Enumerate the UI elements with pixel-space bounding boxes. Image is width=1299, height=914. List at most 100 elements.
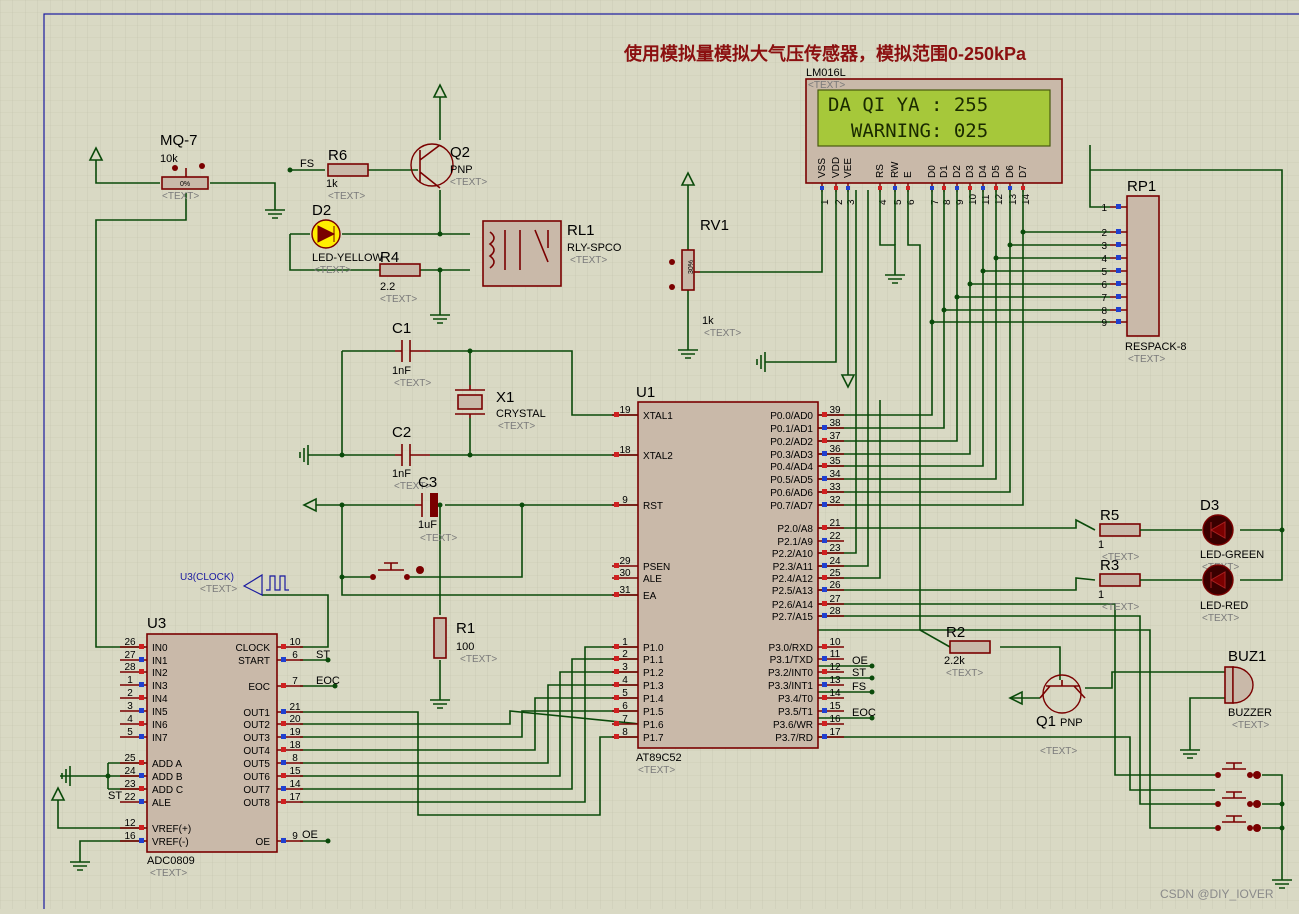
r4-ref: R4 (380, 249, 399, 266)
u3-pin-number: 1 (127, 675, 133, 686)
c3-value: 1uF (418, 519, 437, 531)
u1-pin-number: 13 (829, 675, 841, 686)
u3-pin-number: 19 (289, 727, 301, 738)
lcd-pin-marker (994, 186, 998, 190)
lcd-pin-number: 7 (930, 199, 941, 205)
u3-adc[interactable]: U3 ADC0809 <TEXT> IN026IN127IN228IN31IN4… (108, 615, 340, 879)
r3-resistor[interactable]: R3 1 <TEXT> (1098, 557, 1202, 613)
u3-pin-marker (281, 709, 286, 714)
u1-pin-name: P1.3 (643, 681, 664, 692)
r1-resistor[interactable]: R1 100 <TEXT> (433, 617, 497, 665)
u1-pin-name: P2.3/A11 (773, 562, 814, 573)
q1-transistor[interactable]: Q1 PNP <TEXT> (1036, 674, 1086, 757)
rv1-value: 1k (702, 315, 714, 327)
lcd-pin-marker (955, 186, 959, 190)
u1-pin-name: P1.7 (643, 733, 664, 744)
r2-text: <TEXT> (946, 668, 983, 679)
rl1-relay[interactable]: RL1 RLY-SPCO <TEXT> (482, 220, 622, 287)
u1-pin-name: RST (643, 501, 663, 512)
u1-pin-name: P2.6/A14 (772, 600, 814, 611)
push-button-3[interactable] (1215, 815, 1261, 832)
u3-pin-name: IN3 (152, 681, 168, 692)
lcd-pin-name: VDD (831, 157, 842, 178)
u1-pin-name: P3.4/T0 (778, 694, 813, 705)
lcd-text-placeholder: <TEXT> (808, 80, 845, 91)
u3-pin-marker (139, 695, 144, 700)
u1-microcontroller[interactable]: U1 AT89C52 <TEXT> XTAL119XTAL218RST9PSEN… (612, 384, 876, 776)
u1-pin-marker (822, 644, 827, 649)
u3-ale-net: ST (108, 790, 122, 802)
u3-pin-marker (139, 644, 144, 649)
u3-pin-name: ADD A (152, 759, 182, 770)
u1-pin-name: P3.3/INT1 (768, 681, 813, 692)
u3-pin-number: 16 (124, 831, 136, 842)
u3-pin-number: 25 (124, 753, 136, 764)
rp1-pin-marker (1116, 204, 1121, 209)
r2-resistor[interactable]: R2 2.2k <TEXT> (944, 624, 991, 679)
u3-pin-number: 15 (289, 766, 301, 777)
q2-transistor[interactable]: Q2 PNP <TEXT> (410, 143, 487, 189)
c2-capacitor[interactable]: C2 1nF <TEXT> (392, 424, 431, 492)
u3-pin-number: 4 (127, 714, 133, 725)
c3-capacitor[interactable]: C3 1uF <TEXT> (415, 474, 457, 544)
reset-button[interactable] (370, 562, 424, 580)
u3-pin-name: IN2 (152, 668, 168, 679)
c1-capacitor[interactable]: C1 1nF <TEXT> (392, 320, 431, 389)
u3-text: <TEXT> (150, 868, 187, 879)
u3-pin-name: OUT2 (243, 720, 270, 731)
u1-pin-number: 31 (619, 585, 631, 596)
lcd-pin-number: 9 (955, 199, 966, 205)
push-button-2[interactable] (1215, 791, 1261, 808)
mq7-value: 10k (160, 153, 178, 165)
u3-pin-name: START (238, 656, 270, 667)
u3-pin-number: 3 (127, 701, 133, 712)
r1-ref: R1 (456, 620, 475, 637)
u1-pin-name: XTAL2 (643, 451, 673, 462)
d2-text: <TEXT> (314, 265, 351, 276)
lcd-pin-marker (968, 186, 972, 190)
lcd-pin-name: E (903, 171, 914, 178)
u1-pin-number: 37 (829, 431, 841, 442)
clock-probe-text: <TEXT> (200, 584, 237, 595)
u1-pin-number: 39 (829, 405, 841, 416)
u1-net-label: FS (852, 681, 866, 693)
d2-led-yellow[interactable]: D2 LED-YELLOW <TEXT> (311, 202, 384, 276)
u1-pin-number: 2 (622, 649, 628, 660)
u3-pin-number: 12 (124, 818, 136, 829)
buz1-buzzer[interactable]: BUZ1 BUZZER <TEXT> (1224, 648, 1272, 731)
push-button-1[interactable] (1215, 762, 1261, 779)
u3-pin-number: 7 (292, 676, 298, 687)
x1-crystal[interactable]: X1 CRYSTAL <TEXT> (455, 385, 546, 432)
r1-value: 100 (456, 641, 474, 653)
u1-pin-number: 21 (829, 518, 841, 529)
u1-left-pins: XTAL119XTAL218RST9PSEN29ALE30EA31P1.01P1… (612, 405, 673, 744)
u1-pin-name: P2.7/A15 (772, 612, 814, 623)
led-red[interactable]: LED-RED <TEXT> (1200, 564, 1248, 624)
u1-ref: U1 (636, 384, 655, 401)
lcd-pin-marker (981, 186, 985, 190)
u3-pin-number: 24 (124, 766, 136, 777)
u1-pin-number: 19 (619, 405, 631, 416)
u1-pin-number: 10 (829, 637, 841, 648)
q2-ref: Q2 (450, 144, 470, 161)
r5-resistor[interactable]: R5 1 <TEXT> (1098, 507, 1202, 563)
r4-resistor[interactable]: R4 2.2 <TEXT> (379, 249, 421, 305)
c1-text: <TEXT> (394, 378, 431, 389)
u1-pin-name: P1.1 (643, 655, 664, 666)
u1-pin-marker (614, 721, 619, 726)
u3-pin-name: OUT1 (243, 708, 270, 719)
r2-value: 2.2k (944, 655, 965, 667)
mq7-sensor[interactable]: 0% MQ-7 10k <TEXT> (160, 132, 209, 202)
r6-resistor[interactable]: R6 1k <TEXT> FS (300, 147, 369, 202)
u3-pin-name: CLOCK (236, 643, 271, 654)
u3-pin-number: 18 (289, 740, 301, 751)
u3-pin-marker (139, 760, 144, 765)
u1-pin-marker (614, 452, 619, 457)
clock-probe[interactable]: U3(CLOCK) <TEXT> (180, 572, 289, 596)
u1-pin-number: 38 (829, 418, 841, 429)
lcd-module[interactable]: DA QI YA : 255 WARNING: 025 LM016L <TEXT… (805, 67, 1063, 205)
lcd-pin-marker (846, 186, 850, 190)
rv1-potentiometer[interactable]: 30% RV1 1k <TEXT> (669, 217, 741, 339)
